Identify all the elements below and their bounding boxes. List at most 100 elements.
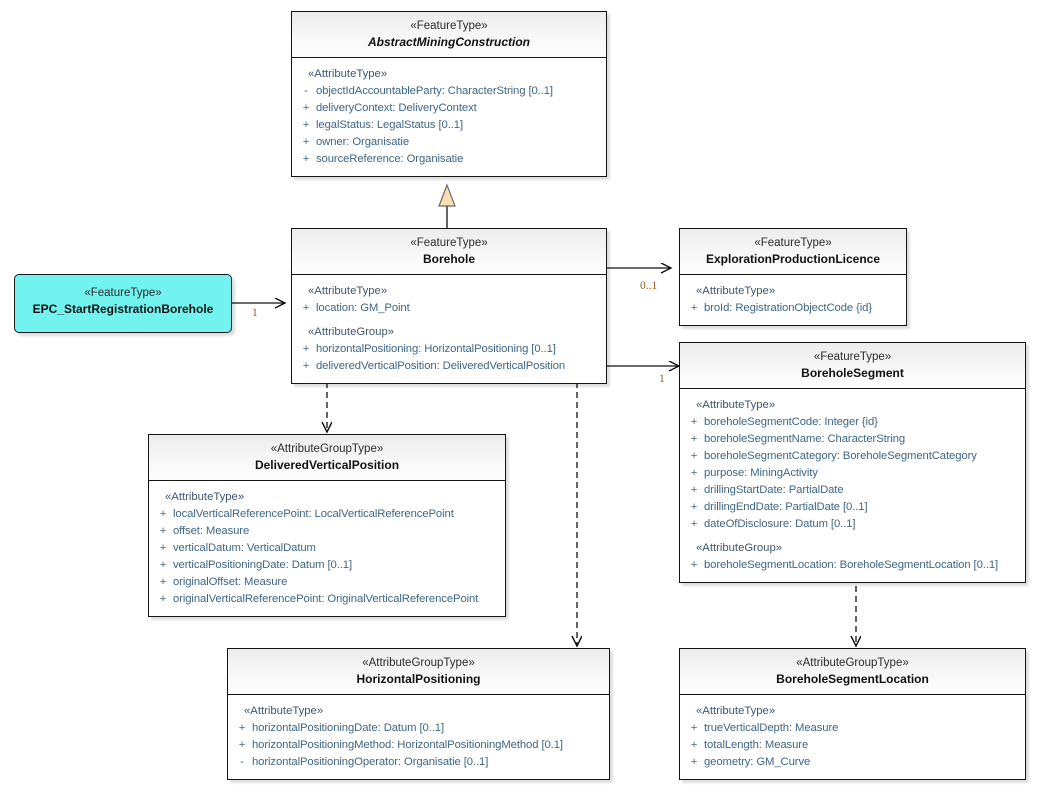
attribute-text: offset: Measure [173,525,250,537]
attribute-text: dateOfDisclosure: Datum [0..1] [704,518,856,530]
class-header-explorationproductionlicence: «FeatureType» ExplorationProductionLicen… [680,229,906,275]
attribute-row: + boreholeSegmentLocation: BoreholeSegme… [684,557,1021,574]
attribute-row: + sourceReference: Organisatie [296,151,602,168]
attribute-row: - horizontalPositioningOperator: Organis… [232,754,605,771]
visibility-marker: + [159,508,167,520]
visibility-marker: + [690,416,698,428]
attribute-group-label: «AttributeType» [696,285,776,297]
class-box-deliveredverticalposition[interactable]: «AttributeGroupType» DeliveredVerticalPo… [148,434,506,617]
class-box-epc-startregistrationborehole[interactable]: «FeatureType» EPC_StartRegistrationBoreh… [14,274,232,333]
class-box-horizontalpositioning[interactable]: «AttributeGroupType» HorizontalPositioni… [227,648,610,780]
attribute-group-label: «AttributeType» [308,285,388,297]
attribute-group-label: «AttributeType» [696,399,776,411]
class-header-horizontalpositioning: «AttributeGroupType» HorizontalPositioni… [228,649,609,695]
attribute-text: owner: Organisatie [316,136,410,148]
attribute-row: + broId: RegistrationObjectCode {id} [684,300,902,317]
visibility-marker: + [690,467,698,479]
visibility-marker: - [240,756,244,768]
class-header-deliveredverticalposition: «AttributeGroupType» DeliveredVerticalPo… [149,435,505,481]
class-body-explorationproductionlicence: «AttributeType» + broId: RegistrationObj… [680,275,906,325]
class-stereotype: «AttributeGroupType» [796,657,909,669]
class-box-abstractminingconstruction[interactable]: «FeatureType» AbstractMiningConstruction… [291,11,607,177]
attribute-text: localVerticalReferencePoint: LocalVertic… [173,508,454,520]
multiplicity-borehole-to-licence: 0..1 [640,280,658,292]
class-title: Borehole [422,252,475,266]
visibility-marker: + [159,559,167,571]
section-spacer [684,533,1021,540]
visibility-marker: + [159,525,167,537]
class-title: EPC_StartRegistrationBorehole [32,302,214,316]
visibility-marker: + [159,542,167,554]
class-title: BoreholeSegmentLocation [776,672,929,686]
attribute-text: horizontalPositioningDate: Datum [0..1] [252,722,445,734]
visibility-marker: + [159,593,167,605]
class-stereotype: «AttributeGroupType» [362,657,475,669]
attribute-text: location: GM_Point [316,302,410,314]
attribute-text: totalLength: Measure [704,739,809,751]
class-stereotype: «FeatureType» [813,351,892,363]
attribute-group-label: «AttributeType» [244,705,324,717]
class-body-deliveredverticalposition: «AttributeType» + localVerticalReference… [149,481,505,616]
attribute-row: + horizontalPositioning: HorizontalPosit… [296,341,602,358]
attribute-group-label: «AttributeGroup» [308,326,395,338]
visibility-marker: + [690,518,698,530]
visibility-marker: + [302,360,310,372]
attribute-row: + drillingStartDate: PartialDate [684,482,1021,499]
attribute-text: verticalDatum: VerticalDatum [173,542,316,554]
section-spacer [296,317,602,324]
attribute-row: + verticalDatum: VerticalDatum [153,540,501,557]
attribute-row: + boreholeSegmentName: CharacterString [684,431,1021,448]
visibility-marker: + [690,302,698,314]
visibility-marker: + [690,501,698,513]
attribute-row: + geometry: GM_Curve [684,754,1021,771]
attribute-text: broId: RegistrationObjectCode {id} [704,302,873,314]
visibility-marker: + [302,119,310,131]
attribute-row: + offset: Measure [153,523,501,540]
visibility-marker: - [304,85,308,97]
attribute-row: + totalLength: Measure [684,737,1021,754]
class-box-borehole[interactable]: «FeatureType» Borehole «AttributeType» +… [291,228,607,384]
class-title: DeliveredVerticalPosition [254,458,400,472]
attribute-row: + owner: Organisatie [296,134,602,151]
class-stereotype: «FeatureType» [410,20,488,32]
visibility-marker: + [238,722,246,734]
multiplicity-epc-to-borehole: 1 [252,307,258,319]
attribute-row: + location: GM_Point [296,300,602,317]
attribute-row: + drillingEndDate: PartialDate [0..1] [684,499,1021,516]
attribute-row: + purpose: MiningActivity [684,465,1021,482]
attribute-text: boreholeSegmentCode: Integer {id} [704,416,878,428]
attribute-row: - objectIdAccountableParty: CharacterStr… [296,83,602,100]
visibility-marker: + [302,302,310,314]
attribute-row: + boreholeSegmentCategory: BoreholeSegme… [684,448,1021,465]
visibility-marker: + [302,136,310,148]
class-header-abstractminingconstruction: «FeatureType» AbstractMiningConstruction [292,12,606,58]
connector-generalization-borehole-to-abstractminingconstruction [438,183,456,228]
class-box-boreholesegment[interactable]: «FeatureType» BoreholeSegment «Attribute… [679,342,1026,583]
visibility-marker: + [690,450,698,462]
attribute-row: + horizontalPositioningMethod: Horizonta… [232,737,605,754]
attribute-text: horizontalPositioning: HorizontalPositio… [316,343,556,355]
class-box-explorationproductionlicence[interactable]: «FeatureType» ExplorationProductionLicen… [679,228,907,326]
class-body-borehole: «AttributeType» + location: GM_Point «At… [292,275,606,383]
attribute-text: horizontalPositioningMethod: HorizontalP… [252,739,563,751]
attribute-row: + deliveryContext: DeliveryContext [296,100,602,117]
attribute-text: purpose: MiningActivity [704,467,818,479]
visibility-marker: + [690,756,698,768]
attribute-group-label: «AttributeGroup» [696,542,783,554]
attribute-row: + dateOfDisclosure: Datum [0..1] [684,516,1021,533]
visibility-marker: + [690,484,698,496]
class-stereotype: «AttributeGroupType» [270,443,384,455]
visibility-marker: + [690,739,698,751]
class-title: BoreholeSegment [801,366,904,380]
class-body-boreholesegmentlocation: «AttributeType» + trueVerticalDepth: Mea… [680,695,1025,779]
attribute-text: objectIdAccountableParty: CharacterStrin… [316,85,553,97]
class-title: ExplorationProductionLicence [705,252,881,266]
attribute-row: + boreholeSegmentCode: Integer {id} [684,414,1021,431]
class-body-boreholesegment: «AttributeType» + boreholeSegmentCode: I… [680,389,1025,582]
attribute-text: boreholeSegmentCategory: BoreholeSegment… [704,450,977,462]
class-header-boreholesegment: «FeatureType» BoreholeSegment [680,343,1025,389]
class-title: AbstractMiningConstruction [368,35,530,49]
class-header-epc-startregistrationborehole: «FeatureType» EPC_StartRegistrationBoreh… [15,275,231,328]
class-box-boreholesegmentlocation[interactable]: «AttributeGroupType» BoreholeSegmentLoca… [679,648,1026,780]
attribute-text: drillingEndDate: PartialDate [0..1] [704,501,868,513]
